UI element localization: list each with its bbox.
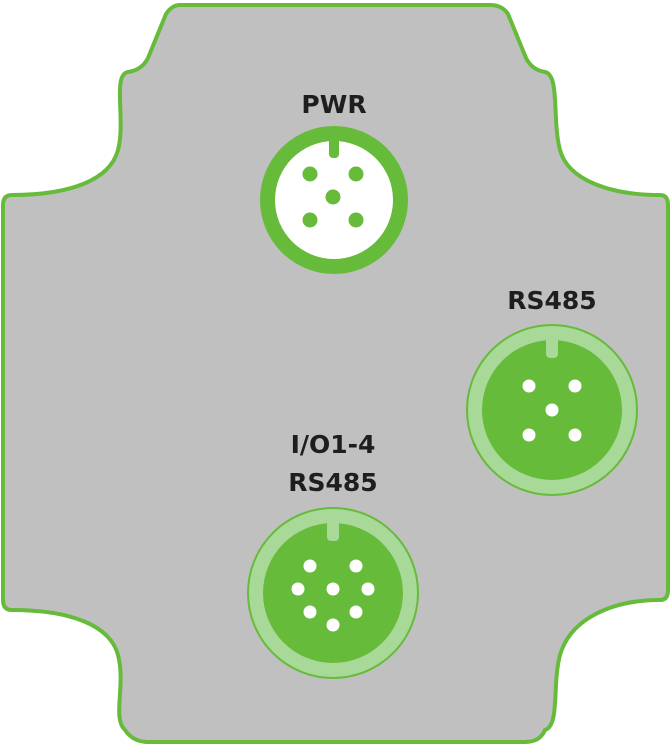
rs485-pin	[522, 428, 536, 442]
io-pin	[326, 618, 340, 632]
pwr-pin	[325, 189, 341, 205]
io-pin	[303, 605, 317, 619]
io-label-line2: RS485	[288, 468, 377, 497]
io-pin	[326, 582, 340, 596]
io-pin	[361, 582, 375, 596]
rs485-label: RS485	[507, 286, 596, 315]
device-housing	[1, 3, 670, 744]
rs485-pin	[545, 403, 559, 417]
pwr-pin	[302, 166, 318, 182]
rs485-connector: RS485	[466, 286, 638, 496]
rs485-pin	[568, 379, 582, 393]
rs485-pin	[568, 428, 582, 442]
pwr-pin	[348, 166, 364, 182]
pwr-connector: PWR	[260, 90, 408, 274]
rs485-key-notch	[546, 336, 558, 358]
rs485-pin	[522, 379, 536, 393]
io-label-line1: I/O1-4	[291, 430, 376, 459]
io-pin	[349, 559, 363, 573]
io-pin	[349, 605, 363, 619]
io-rs485-connector: I/O1-4 RS485	[247, 430, 419, 679]
pwr-label: PWR	[301, 90, 366, 119]
pwr-key-notch	[329, 138, 339, 158]
pwr-pin	[348, 212, 364, 228]
io-pin	[303, 559, 317, 573]
io-pin	[291, 582, 305, 596]
io-key-notch	[327, 519, 339, 541]
pwr-pin	[302, 212, 318, 228]
